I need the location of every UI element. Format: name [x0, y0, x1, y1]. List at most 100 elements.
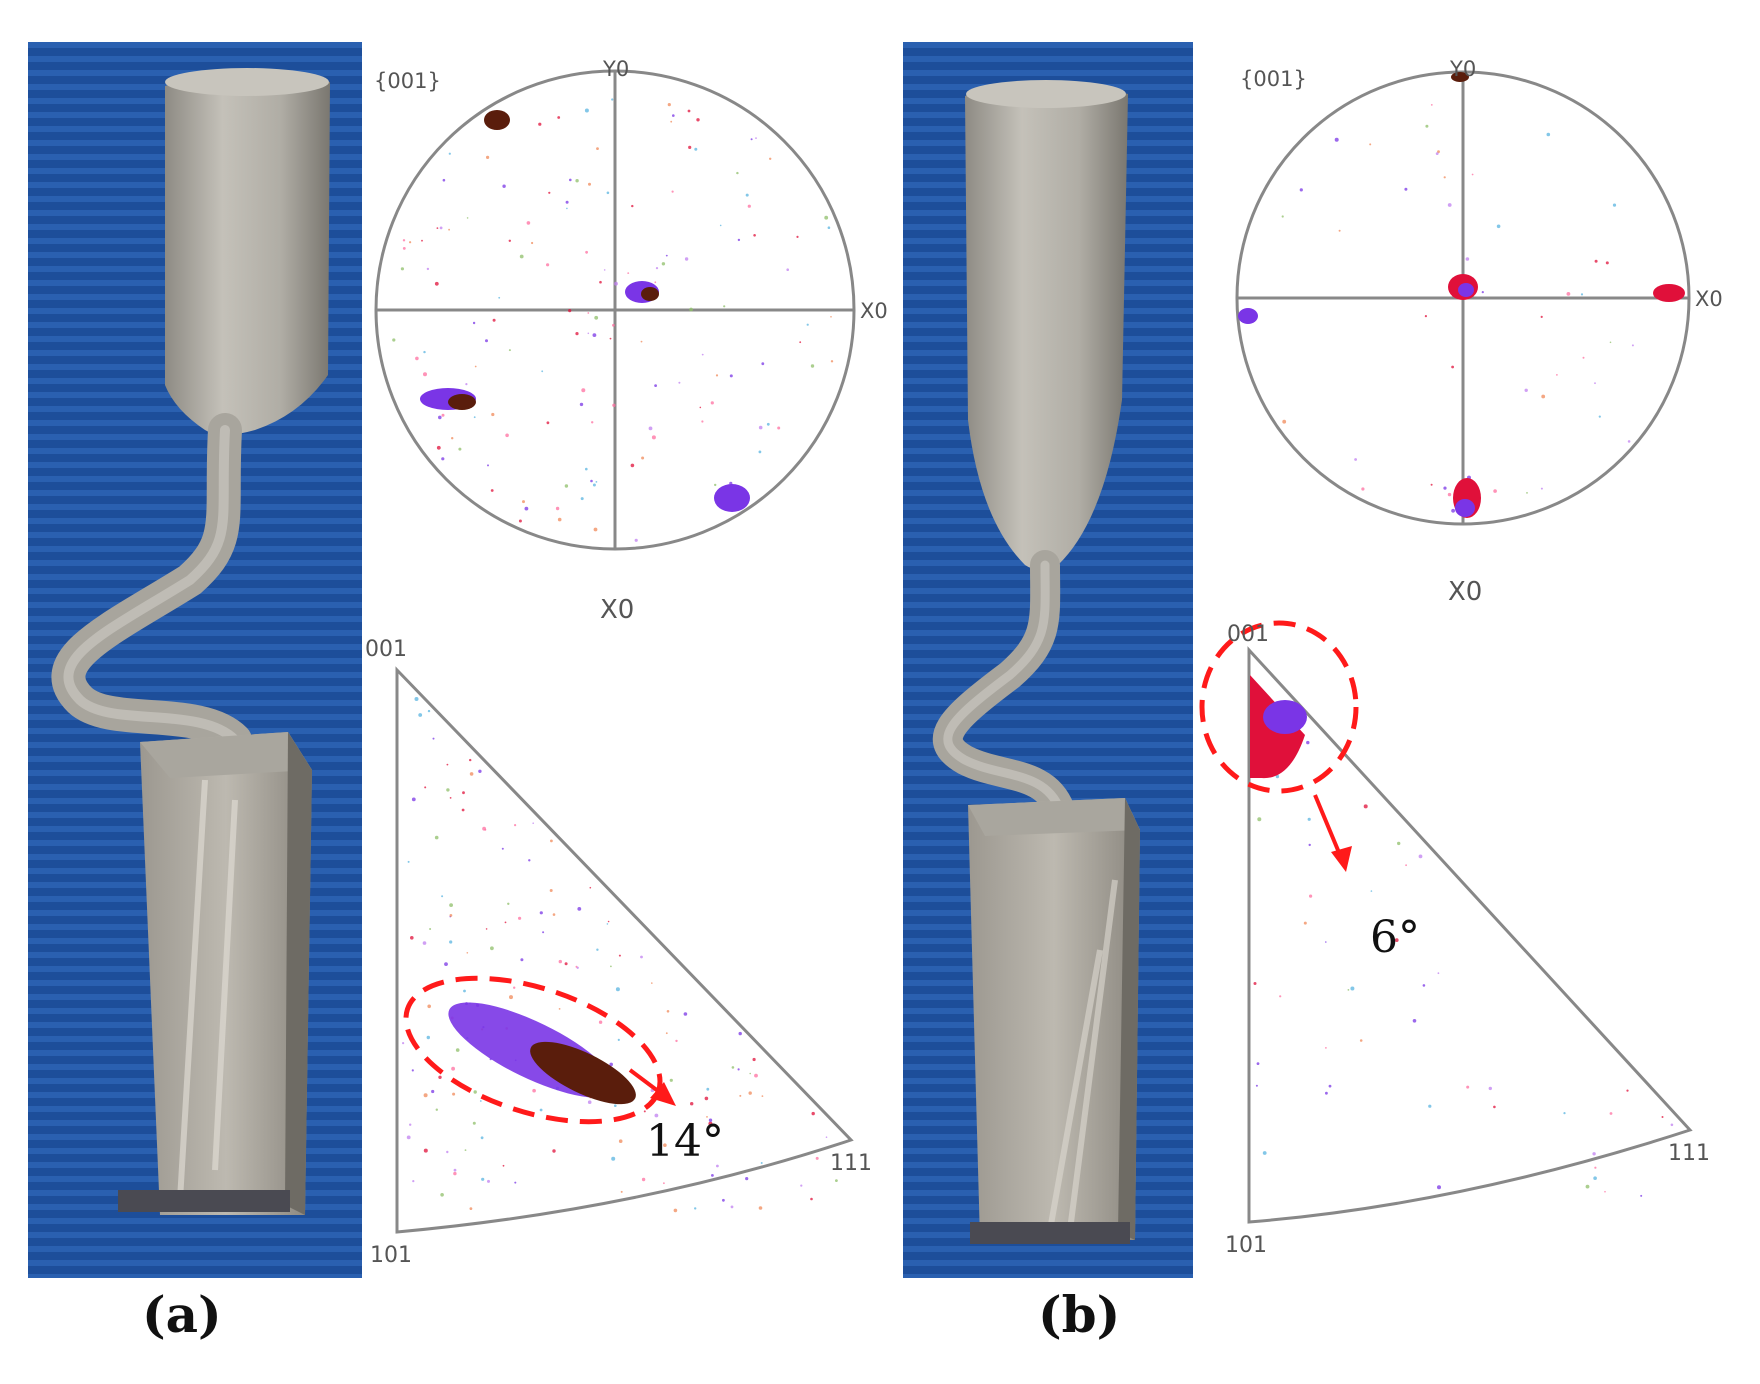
scatter-dot	[719, 224, 722, 227]
scatter-dot	[1593, 1176, 1597, 1180]
scatter-dot	[701, 353, 704, 356]
scatter-dot	[1275, 774, 1280, 779]
scatter-dot	[617, 1038, 620, 1041]
scatter-dot	[434, 281, 439, 286]
inverse-pole-figure-b: 6° 001 101 111	[1199, 620, 1710, 1258]
scatter-dot	[591, 421, 594, 424]
scatter-dot	[522, 500, 525, 504]
scatter-dot	[651, 435, 656, 440]
scatter-dot	[786, 268, 789, 272]
scatter-dot	[435, 1108, 438, 1111]
scatter-dot	[593, 527, 598, 532]
scatter-dot	[1437, 1185, 1441, 1190]
scatter-dot	[438, 1075, 442, 1080]
scatter-dot	[750, 138, 753, 141]
scatter-dot	[1328, 1084, 1332, 1088]
scatter-dot	[514, 824, 517, 827]
scatter-dot	[424, 786, 427, 789]
scatter-dot	[665, 254, 668, 257]
scatter-dot	[469, 758, 472, 762]
corner-label-111: 111	[830, 1151, 872, 1176]
scatter-dot	[479, 1100, 482, 1102]
scatter-dot	[630, 463, 635, 468]
scatter-dot	[1424, 315, 1427, 318]
scatter-dot	[1437, 972, 1440, 975]
scatter-dot	[458, 447, 462, 451]
scatter-dot	[410, 936, 414, 940]
stereographic-triangle	[395, 666, 854, 1234]
scatter-dot	[654, 384, 657, 387]
scatter-dot	[824, 215, 829, 220]
scatter-dot	[423, 1093, 428, 1098]
scatter-dot	[611, 1156, 616, 1161]
scatter-dot	[1369, 143, 1372, 146]
panel-a: {001} Y0 X0 X0 14° 001 101 111	[28, 42, 888, 1278]
scatter-dot	[473, 1090, 477, 1094]
scatter-dot	[670, 120, 673, 123]
scatter-dot	[474, 365, 477, 368]
scatter-dot	[618, 1139, 623, 1143]
scatter-dot	[514, 1181, 517, 1184]
y-axis-label: Y0	[602, 57, 629, 81]
scatter-dot	[482, 826, 486, 831]
scatter-dot	[478, 769, 482, 773]
scatter-dot	[558, 959, 562, 964]
scatter-dot	[1592, 1152, 1596, 1156]
scatter-dot	[694, 1207, 697, 1210]
scatter-dot	[402, 247, 406, 250]
scatter-dot	[1466, 1085, 1470, 1089]
scatter-dot	[461, 808, 465, 812]
scatter-dot	[1471, 173, 1474, 176]
scatter-dot	[1405, 864, 1407, 867]
scatter-dot	[1451, 508, 1455, 513]
corner-label-001: 001	[1227, 622, 1269, 647]
scatter-dot	[526, 221, 531, 225]
pole-figure-title: {001}	[374, 69, 441, 93]
scatter-dot	[663, 1182, 665, 1185]
scatter-dot	[564, 962, 568, 966]
scatter-dot	[1585, 1184, 1590, 1189]
scatter-dot	[753, 234, 756, 237]
scatter-dot	[671, 190, 674, 193]
scatter-dot	[406, 1135, 411, 1140]
scatter-dot	[1481, 291, 1484, 294]
angle-arrow	[628, 1068, 664, 1096]
scatter-dot	[524, 506, 529, 511]
scatter-dot	[761, 1095, 764, 1097]
panel-label-b: (b)	[1038, 1285, 1121, 1344]
scatter-dot	[1594, 1166, 1597, 1169]
scatter-dot	[1397, 841, 1401, 846]
scatter-dot	[581, 388, 586, 393]
scatter-dot	[758, 450, 762, 454]
highlight-ellipse	[1199, 620, 1359, 794]
scatter-dot	[1279, 995, 1282, 998]
scatter-dot	[641, 456, 645, 460]
scatter-dot	[738, 1031, 742, 1036]
corner-label-101: 101	[1225, 1233, 1267, 1258]
scatter-dot	[706, 1116, 708, 1118]
scatter-dot	[531, 241, 534, 245]
corner-label-001: 001	[365, 637, 407, 662]
scatter-dot	[745, 193, 749, 197]
scatter-dot	[696, 118, 700, 122]
angle-label: 6°	[1370, 912, 1420, 963]
scatter-dot	[1443, 176, 1446, 179]
scatter-dot	[502, 1164, 505, 1167]
scatter-dot	[665, 1032, 668, 1035]
y-axis-label: Y0	[1449, 57, 1476, 81]
scatter-dot	[615, 987, 620, 992]
scatter-dot	[1309, 894, 1313, 898]
scatter-dot	[504, 921, 507, 924]
scatter-dot	[518, 916, 522, 920]
scatter-dot	[402, 1042, 405, 1045]
scatter-dot	[429, 928, 432, 930]
scatter-dot	[689, 307, 693, 312]
scatter-dot	[426, 267, 430, 271]
scatter-dot	[830, 316, 832, 318]
scatter-dot	[411, 1069, 414, 1072]
scatter-dot	[1612, 203, 1617, 207]
scatter-dot	[1281, 215, 1284, 218]
scatter-dot	[520, 958, 524, 962]
scatter-dot	[465, 383, 468, 386]
scatter-pf-b	[1281, 104, 1634, 513]
